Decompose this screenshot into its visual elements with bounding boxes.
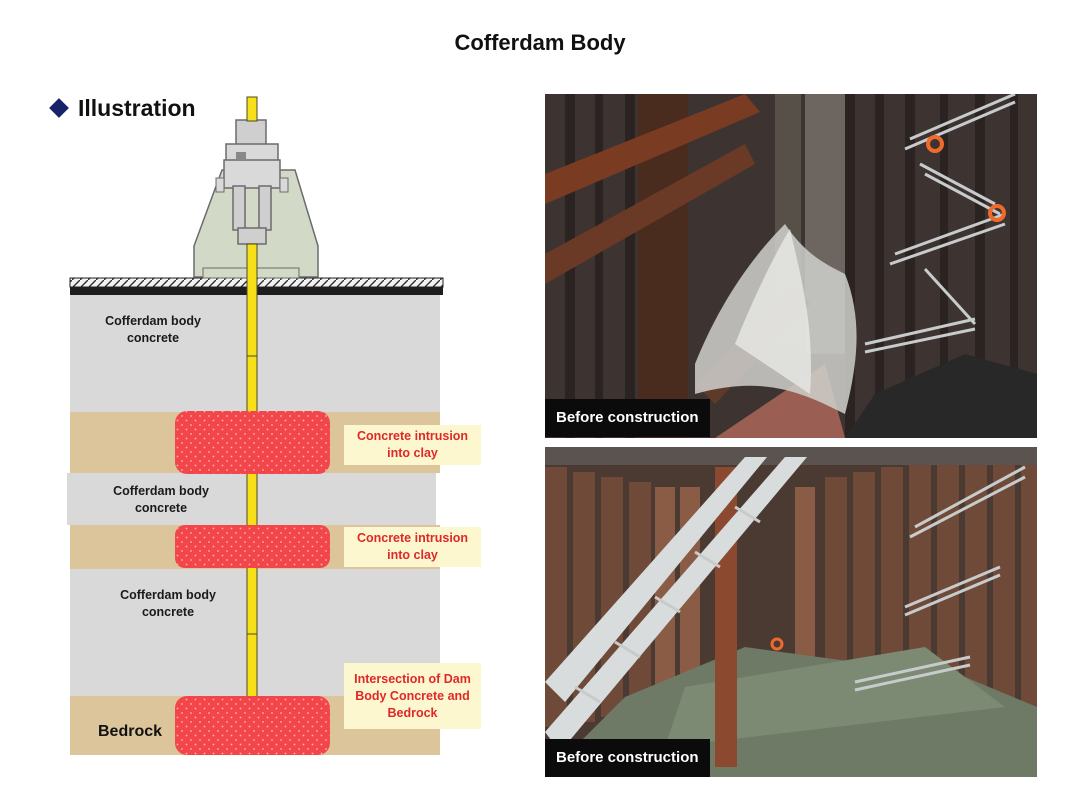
section-header: Illustration (48, 93, 196, 123)
site-photo-1: Before construction (545, 94, 1037, 438)
callout-intrusion-2: Concrete intrusion into clay (344, 527, 481, 567)
photo-caption-2: Before construction (545, 739, 710, 777)
concrete-label-1: Cofferdam body concrete (105, 314, 201, 345)
site-photo-2: Before construction (545, 447, 1037, 777)
site-photo-2-drawing (545, 447, 1037, 777)
page-title: Cofferdam Body (454, 30, 626, 55)
drill-rod-top (246, 96, 258, 122)
bedrock-label: Bedrock (98, 723, 163, 740)
callout-intersection: Intersection of Dam Body Concrete and Be… (344, 663, 481, 729)
callout-intrusion-1: Concrete intrusion into clay (344, 425, 481, 465)
concrete-label-3: Cofferdam body concrete (120, 588, 216, 619)
cofferdam-illustration: Cofferdam body concrete Cofferdam body c… (0, 0, 530, 800)
concrete-label-2: Cofferdam body concrete (113, 484, 209, 515)
section-title: Illustration (78, 94, 196, 121)
site-photo-1-drawing (545, 94, 1037, 438)
photo-caption-1: Before construction (545, 399, 710, 437)
